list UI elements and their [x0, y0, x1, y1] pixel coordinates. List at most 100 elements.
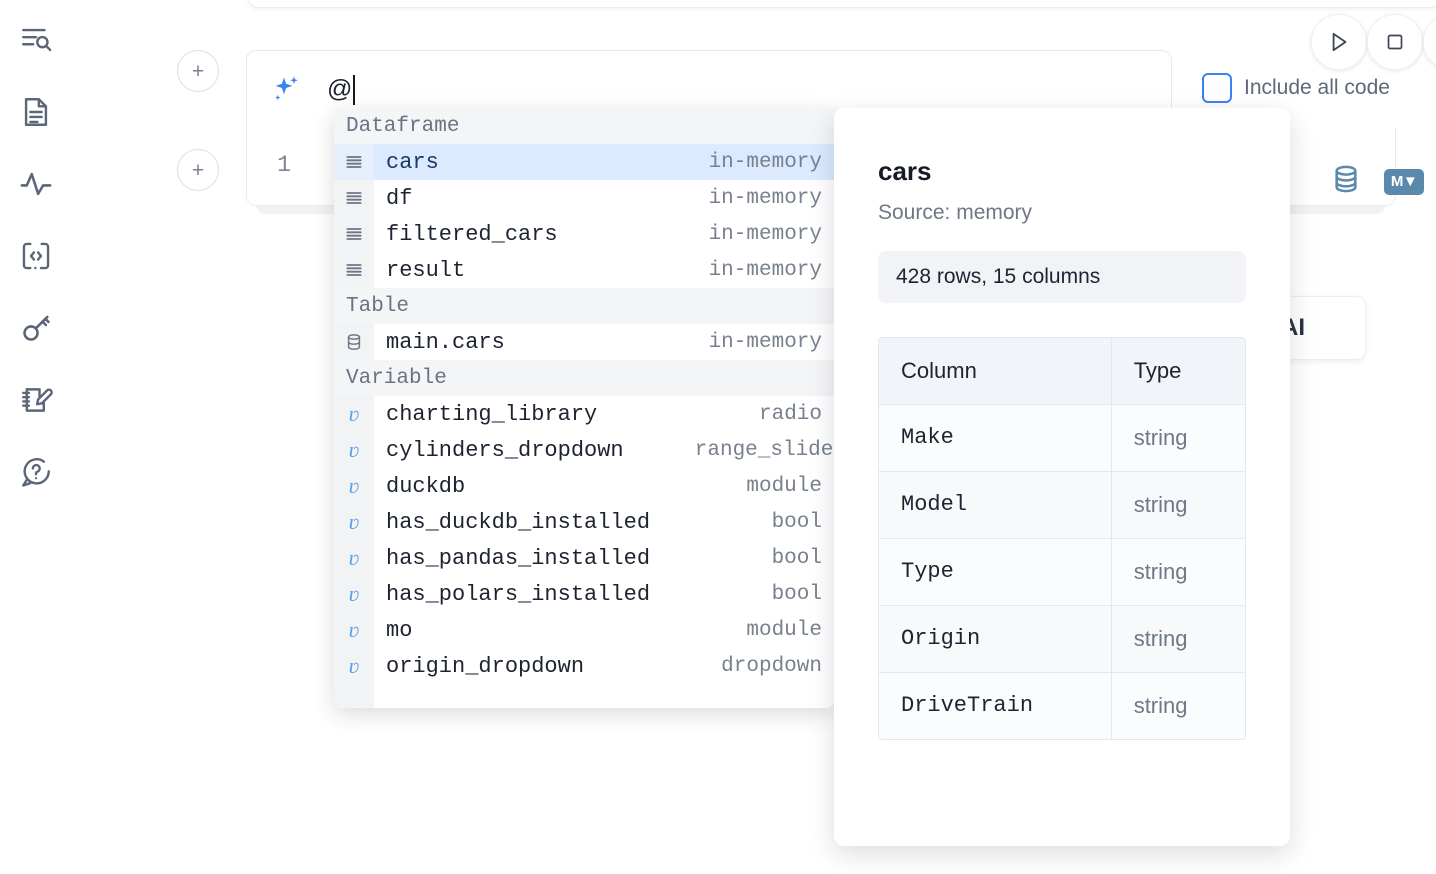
variable-icon: ʋ [334, 396, 374, 432]
autocomplete-item-kind: bool [771, 582, 822, 606]
cell-action-icons: M ▼ [1330, 163, 1424, 200]
autocomplete-item-kind: module [746, 618, 822, 642]
more-actions-button[interactable] [1423, 14, 1436, 70]
stop-button[interactable] [1367, 14, 1423, 70]
autocomplete-item-name: cylinders_dropdown [386, 437, 624, 463]
download-arrow-icon: ▼ [1402, 173, 1418, 190]
sparkle-ai-icon [269, 73, 303, 107]
autocomplete-item-name: origin_dropdown [386, 653, 585, 679]
database-icon[interactable] [1330, 163, 1362, 200]
variable-icon: ʋ [334, 468, 374, 504]
autocomplete-item-name: charting_library [386, 401, 598, 427]
add-cell-button-bottom[interactable]: + [177, 149, 219, 191]
markdown-icon[interactable]: M ▼ [1384, 168, 1424, 195]
detail-shape-badge: 428 rows, 15 columns [878, 251, 1246, 303]
autocomplete-item[interactable]: result in-memory [334, 252, 834, 288]
autocomplete-item-kind: module [746, 474, 822, 498]
autocomplete-item-kind: dropdown [721, 654, 822, 678]
autocomplete-item-kind: bool [771, 546, 822, 570]
markdown-badge-label: M [1390, 173, 1404, 190]
ai-prompt-value: @ [327, 75, 353, 103]
schema-row: Model string [879, 472, 1245, 539]
scratchpad-icon[interactable] [12, 376, 60, 424]
autocomplete-item-name: has_duckdb_installed [386, 509, 651, 535]
autocomplete-item[interactable]: ʋ has_polars_installed bool [334, 576, 834, 612]
schema-header-cell: Column [879, 338, 1112, 404]
code-snippet-icon[interactable] [12, 232, 60, 280]
top-panel-remnant [248, 0, 1436, 8]
key-icon[interactable] [12, 304, 60, 352]
autocomplete-item-kind: in-memory [708, 330, 822, 354]
autocomplete-item-name: has_polars_installed [386, 581, 651, 607]
help-chat-icon[interactable] [12, 448, 60, 496]
line-number: 1 [277, 152, 291, 178]
text-caret [353, 74, 356, 105]
add-cell-plus-icon: + [191, 59, 205, 83]
dataframe-icon [334, 144, 374, 180]
autocomplete-item-kind: in-memory [708, 258, 822, 282]
autocomplete-item-name: cars [386, 149, 439, 175]
autocomplete-item-name: duckdb [386, 473, 466, 499]
include-all-code-label: Include all code [1244, 76, 1390, 99]
file-icon[interactable] [12, 88, 60, 136]
dataframe-icon [334, 216, 374, 252]
schema-column-type: string [1133, 626, 1188, 651]
activity-icon[interactable] [12, 160, 60, 208]
schema-column-type: string [1133, 425, 1188, 450]
schema-header-cell: Type [1133, 358, 1182, 383]
variable-icon: ʋ [334, 504, 374, 540]
autocomplete-item-name: main.cars [386, 329, 505, 355]
schema-row: Make string [879, 405, 1245, 472]
schema-header-row: Column Type [879, 338, 1245, 405]
left-icon-rail [0, 0, 72, 874]
schema-column-type: string [1133, 559, 1188, 584]
autocomplete-item[interactable]: ʋ has_duckdb_installed bool [334, 504, 834, 540]
autocomplete-section-header: Table [334, 288, 834, 324]
run-button[interactable] [1311, 14, 1367, 70]
autocomplete-item[interactable]: filtered_cars in-memory [334, 216, 834, 252]
explore-outline-icon[interactable] [12, 16, 60, 64]
autocomplete-item-name: result [386, 257, 466, 283]
schema-column-type: string [1133, 492, 1188, 517]
autocomplete-item[interactable]: ʋ origin_dropdown dropdown [334, 648, 834, 684]
autocomplete-item-name: filtered_cars [386, 221, 558, 247]
schema-column-name: Model [879, 472, 1112, 538]
autocomplete-item-kind: in-memory [708, 150, 822, 174]
add-cell-button-top[interactable]: + [177, 50, 219, 92]
autocomplete-section-header: Dataframe [334, 108, 834, 144]
autocomplete-item[interactable]: main.cars in-memory [334, 324, 834, 360]
autocomplete-item-kind: bool [771, 510, 822, 534]
schema-row: Origin string [879, 606, 1245, 673]
autocomplete-item-kind: range_slider [694, 438, 834, 462]
include-all-code-checkbox[interactable] [1202, 73, 1232, 103]
autocomplete-item-name: has_pandas_installed [386, 545, 651, 571]
detail-source: Source: memory [878, 201, 1033, 224]
autocomplete-item[interactable]: ʋ charting_library radio [334, 396, 834, 432]
database-icon [334, 324, 374, 360]
autocomplete-item[interactable]: ʋ has_pandas_installed bool [334, 540, 834, 576]
schema-column-name: DriveTrain [879, 673, 1112, 739]
dataframe-icon [334, 180, 374, 216]
variable-detail-panel: cars Source: memory 428 rows, 15 columns… [834, 108, 1290, 846]
autocomplete-item-name: df [386, 185, 413, 211]
add-cell-plus-icon: + [191, 158, 205, 182]
include-all-code-row[interactable]: Include all code [1202, 73, 1390, 103]
autocomplete-item[interactable]: cars in-memory [334, 144, 834, 180]
variable-icon: ʋ [334, 540, 374, 576]
schema-column-name: Origin [879, 606, 1112, 672]
autocomplete-item-kind: radio [758, 402, 822, 426]
schema-column-name: Make [879, 405, 1112, 471]
autocomplete-item-kind: in-memory [708, 222, 822, 246]
variable-icon: ʋ [334, 648, 374, 684]
ai-prompt-input[interactable]: @ [327, 74, 356, 105]
variable-icon: ʋ [334, 576, 374, 612]
autocomplete-section-header: Variable [334, 360, 834, 396]
